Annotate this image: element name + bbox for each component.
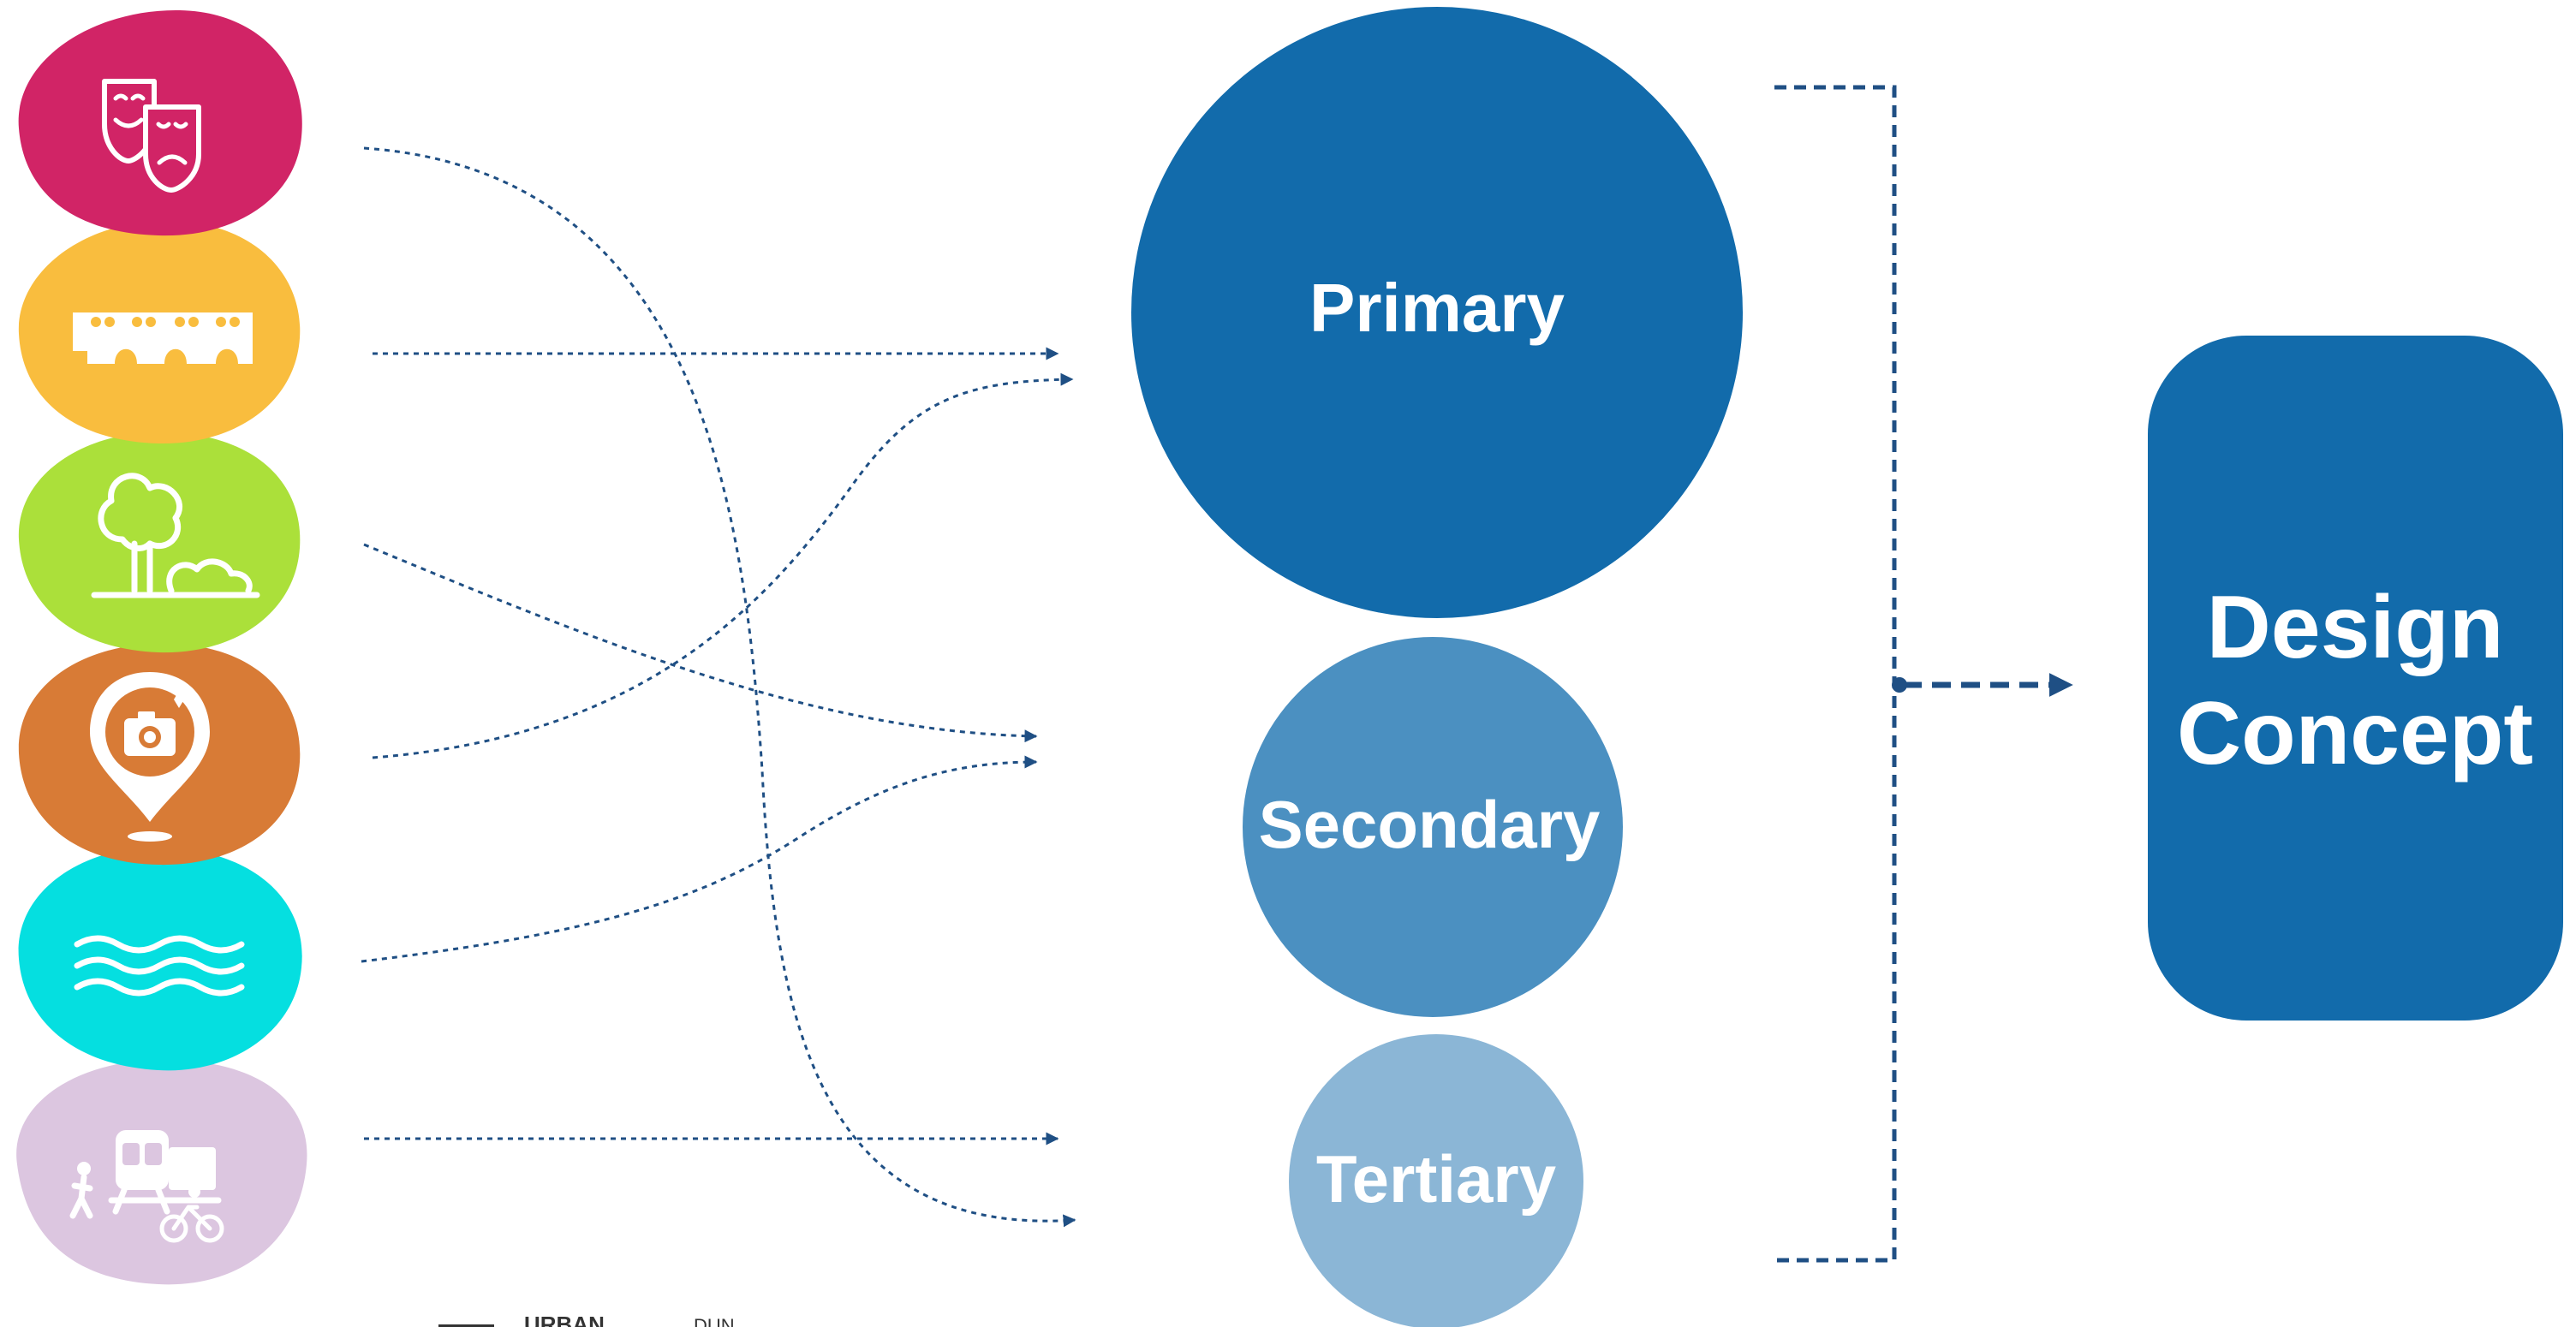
connector-water-to-secondary (361, 755, 1038, 963)
footer-right-text: DUN (694, 1315, 735, 1327)
connector-tourism-to-primary (372, 372, 1074, 759)
footer: URBAN DUN (438, 1312, 735, 1327)
bracket-line (1774, 85, 1897, 1263)
nature-blob (18, 431, 301, 653)
category-heritage (18, 221, 301, 444)
category-tourism (18, 643, 301, 866)
category-nature (18, 431, 301, 653)
tree-park-icon (91, 473, 260, 598)
footer-rule (438, 1324, 494, 1327)
category-culture (18, 9, 302, 236)
concept-line1: Design (2207, 578, 2504, 677)
secondary-circle (1243, 637, 1623, 1017)
connector-culture-to-tertiary (363, 146, 1076, 1228)
secondary-label: Secondary (1259, 787, 1601, 862)
bracket-node (1892, 677, 1907, 693)
category-water (18, 847, 302, 1071)
design-concept-box: Design Concept (2148, 336, 2563, 1021)
tertiary-label: Tertiary (1316, 1141, 1556, 1217)
aqueduct-bridge-icon (73, 312, 253, 364)
level-primary: Primary (1131, 7, 1743, 618)
camera-pin-icon (90, 672, 210, 842)
footer-left-text: URBAN (524, 1312, 605, 1327)
water-blob (18, 847, 302, 1071)
category-transport (16, 1059, 307, 1285)
grouping-bracket (1774, 85, 2073, 1263)
primary-circle (1131, 7, 1743, 618)
theatre-masks-icon (102, 79, 201, 193)
connector-nature-to-secondary (363, 543, 1038, 743)
primary-label: Primary (1309, 270, 1565, 346)
level-secondary: Secondary (1243, 637, 1623, 1017)
water-waves-icon (74, 935, 245, 997)
concept-line2: Concept (2177, 684, 2533, 783)
tertiary-circle (1289, 1034, 1583, 1327)
level-tertiary: Tertiary (1289, 1034, 1583, 1327)
train-pedestrian-bike-icon (69, 1130, 224, 1243)
connector-lines (361, 146, 1076, 1228)
concept-rect (2148, 336, 2563, 1021)
